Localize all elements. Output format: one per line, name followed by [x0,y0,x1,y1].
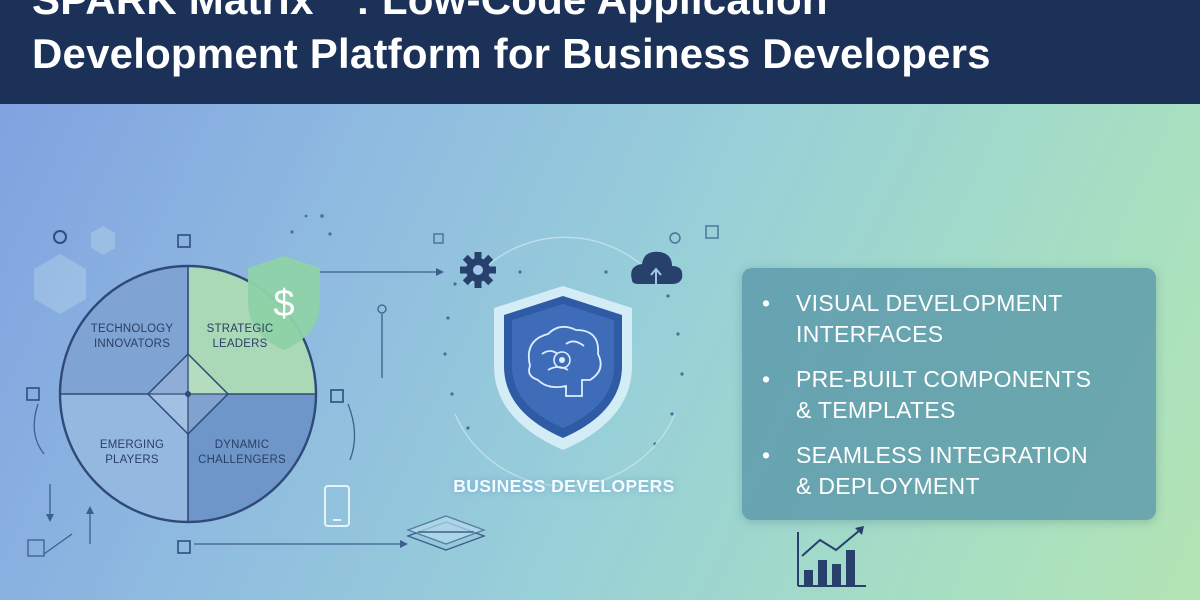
feature-item-prebuilt-components: • PRE-BUILT COMPONENTS & TEMPLATES [762,364,1142,426]
gear-icon [460,252,496,288]
page-title-line-2: Development Platform for Business Develo… [32,30,991,77]
feature-line: & TEMPLATES [796,397,956,423]
features-panel: • VISUAL DEVELOPMENT INTERFACES • PRE-BU… [742,268,1156,520]
hexagon-icon [91,226,115,255]
page-title-line-1: SPARK Matrix™: Low-Code Application [32,0,828,24]
square-node-icon [433,233,444,244]
title-banner: SPARK Matrix™: Low-Code Application Deve… [0,0,1200,104]
quadrant-label-technology-innovators: TECHNOLOGY INNOVATORS [76,322,188,352]
business-developers-label: BUSINESS DEVELOPERS [453,476,675,496]
quadrant-label-dynamic-challengers: DYNAMIC CHALLENGERS [186,438,298,468]
svg-text:$: $ [273,283,294,325]
quadrant-label-line: STRATEGIC [206,323,274,335]
square-node-icon [330,389,344,403]
bullet-icon: • [762,290,771,316]
feature-line: INTERFACES [796,321,944,347]
mobile-phone-icon [324,485,350,527]
quadrant-dynamic-challengers [188,394,316,522]
quadrant-label-line: PLAYERS [105,454,159,466]
quadrant-label-line: EMERGING [99,439,165,451]
cloud-upload-icon [631,251,683,286]
feature-line: SEAMLESS INTEGRATION [796,442,1088,468]
quadrant-technology-innovators [60,266,188,394]
quadrant-label-strategic-leaders: STRATEGIC LEADERS [192,322,288,352]
bullet-icon: • [762,442,771,468]
hexagon-icon [34,254,86,314]
quadrant-label-line: INNOVATORS [93,338,171,350]
illustration-scene: $ [0,104,1200,600]
feature-line: & DEPLOYMENT [796,473,980,499]
brain-shield-icon [494,286,632,450]
illustration-graphics: $ [26,214,866,587]
square-node-icon [26,387,40,401]
bar-chart-icon [797,526,866,587]
features-list: • VISUAL DEVELOPMENT INTERFACES • PRE-BU… [742,268,1156,502]
quadrant-label-line: TECHNOLOGY [90,323,174,335]
quadrant-label-line: CHALLENGERS [198,454,286,466]
orbit-dots [290,214,684,446]
square-node-icon [705,225,719,239]
quadrant-label-line: DYNAMIC [214,439,270,451]
square-node-icon [177,234,191,248]
connector-lines [27,268,444,557]
layers-icon [405,515,487,551]
node-circle-icon [53,230,67,244]
quadrant-label-line: LEADERS [212,338,268,350]
square-node-icon [177,540,191,554]
quadrant-strategic-leaders [188,266,316,394]
quadrant-emerging-players [60,394,188,522]
quadrant-label-emerging-players: EMERGING PLAYERS [76,438,188,468]
feature-item-visual-development: • VISUAL DEVELOPMENT INTERFACES [762,288,1142,350]
node-circle-icon [669,232,681,244]
quadrant-matrix [58,264,318,524]
dollar-shield-icon: $ [248,256,320,350]
feature-item-seamless-integration: • SEAMLESS INTEGRATION & DEPLOYMENT [762,440,1142,502]
background-hexagons [34,226,115,314]
bullet-icon: • [762,366,771,392]
feature-line: VISUAL DEVELOPMENT [796,290,1063,316]
feature-line: PRE-BUILT COMPONENTS [796,366,1092,392]
